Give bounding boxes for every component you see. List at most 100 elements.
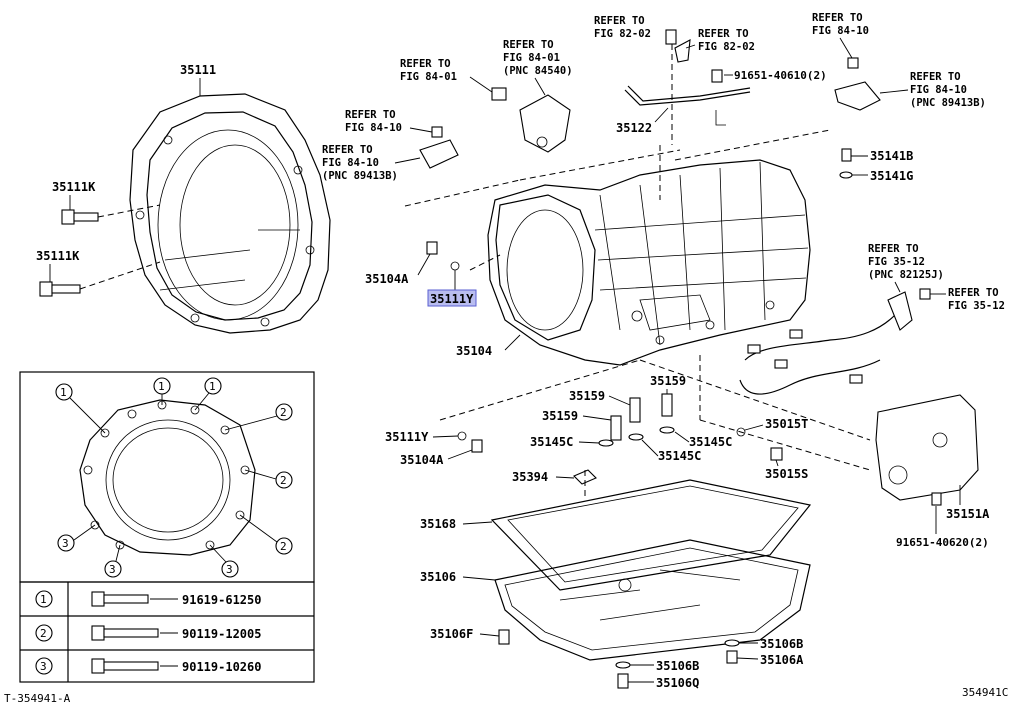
label-35106b-center[interactable]: 35106B <box>656 659 699 673</box>
inset-callout-3c: 3 <box>209 544 239 578</box>
ref-84-10-pnc-right-line3[interactable]: (PNC 89413B) <box>910 97 986 109</box>
bracket-35151a <box>875 394 979 506</box>
ref-82-02-a-line1[interactable]: REFER TO <box>594 15 645 27</box>
label-35104a-upper[interactable]: 35104A <box>365 272 409 286</box>
label-35104a-lower[interactable]: 35104A <box>400 453 444 467</box>
bell-housing-drawing <box>129 93 331 334</box>
ref-84-10-pnc-left-line2[interactable]: FIG 84-10 <box>322 157 379 169</box>
row-3-number: 3 <box>40 660 47 673</box>
label-35122[interactable]: 35122 <box>616 121 652 135</box>
label-35141g[interactable]: 35141G <box>870 169 913 183</box>
o-ring-35111y-upper <box>450 261 460 271</box>
label-35106f[interactable]: 35106F <box>430 627 473 641</box>
label-35015s[interactable]: 35015S <box>765 467 808 481</box>
bolt-35111k-lower <box>39 281 81 297</box>
row-1-number: 1 <box>40 593 47 606</box>
wire-harness <box>739 314 896 395</box>
label-35106q[interactable]: 35106Q <box>656 676 699 690</box>
label-35159-a[interactable]: 35159 <box>569 389 605 403</box>
label-35015t[interactable]: 35015T <box>765 417 808 431</box>
label-35111k-lower[interactable]: 35111K <box>36 249 80 263</box>
svg-text:2: 2 <box>280 540 287 553</box>
ref-35-12-line1[interactable]: REFER TO <box>948 287 999 299</box>
svg-text:1: 1 <box>60 386 67 399</box>
ref-84-10-right-line2[interactable]: FIG 84-10 <box>812 25 869 37</box>
label-35141b[interactable]: 35141B <box>870 149 913 163</box>
bolt-35111k-upper <box>61 209 99 225</box>
inset-callout-3b: 3 <box>104 544 122 578</box>
ref-84-10-left-line1[interactable]: REFER TO <box>345 109 396 121</box>
transmission-case-drawing <box>487 159 811 366</box>
footer-right-code: 354941C <box>962 686 1008 699</box>
bolt-table-row-1[interactable]: 1 91619-61250 <box>35 590 261 608</box>
ref-84-01-pnc-line3[interactable]: (PNC 84540) <box>503 65 573 77</box>
row-1-part-number: 91619-61250 <box>182 593 261 607</box>
plug-35141b <box>841 148 852 162</box>
ref-84-10-left-line2[interactable]: FIG 84-10 <box>345 122 402 134</box>
label-35111y-lower[interactable]: 35111Y <box>385 430 429 444</box>
inset-callout-2c: 2 <box>239 514 293 555</box>
label-35159-c[interactable]: 35159 <box>650 374 686 388</box>
inset-callout-1c: 1 <box>194 377 222 411</box>
bolt-table-row-3[interactable]: 3 90119-10260 <box>35 657 261 675</box>
label-35159-b[interactable]: 35159 <box>542 409 578 423</box>
sensor-fig-84-01 <box>491 87 571 153</box>
ref-84-01-pnc-line1[interactable]: REFER TO <box>503 39 554 51</box>
ref-82-02-b-line2[interactable]: FIG 82-02 <box>698 41 755 53</box>
inset-callout-3a: 3 <box>57 524 96 552</box>
plug-35015t <box>736 427 746 437</box>
label-35168[interactable]: 35168 <box>420 517 456 531</box>
label-35104[interactable]: 35104 <box>456 344 492 358</box>
row-2-part-number: 90119-12005 <box>182 627 261 641</box>
label-35106[interactable]: 35106 <box>420 570 456 584</box>
label-35145c-b[interactable]: 35145C <box>689 435 732 449</box>
plug-35015s <box>770 447 783 461</box>
label-35111k-upper[interactable]: 35111K <box>52 180 96 194</box>
o-ring-35111y-lower <box>457 431 467 441</box>
label-35394[interactable]: 35394 <box>512 470 548 484</box>
label-35111y-highlighted[interactable]: 35111Y <box>430 292 474 306</box>
label-35111[interactable]: 35111 <box>180 63 216 77</box>
ref-82-02-b-line1[interactable]: REFER TO <box>698 28 749 40</box>
washer-35106b-center <box>615 661 631 669</box>
ref-35-12-line2[interactable]: FIG 35-12 <box>948 300 1005 312</box>
bolt-table <box>19 581 315 683</box>
label-91651-40610[interactable]: 91651-40610(2) <box>734 69 827 82</box>
ref-35-12-pnc-line3[interactable]: (PNC 82125J) <box>868 269 944 281</box>
ref-84-10-pnc-right-line1[interactable]: REFER TO <box>910 71 961 83</box>
row-3-part-number: 90119-10260 <box>182 660 261 674</box>
ref-35-12-pnc-line2[interactable]: FIG 35-12 <box>868 256 925 268</box>
speed-sensor-fig-35-12 <box>887 288 931 331</box>
svg-text:1: 1 <box>158 380 165 393</box>
label-91651-40620[interactable]: 91651-40620(2) <box>896 536 989 549</box>
ref-82-02-a-line2[interactable]: FIG 82-02 <box>594 28 651 40</box>
inset-callout-3d: 3 <box>0 0 7 3</box>
ref-84-01-line2[interactable]: FIG 84-01 <box>400 71 457 83</box>
drain-bolt-35106f <box>498 629 510 645</box>
inset-callout-1b: 1 <box>153 377 171 405</box>
ref-84-10-pnc-left-line1[interactable]: REFER TO <box>322 144 373 156</box>
plug-35106a <box>726 650 738 664</box>
svg-text:3: 3 <box>109 563 116 576</box>
bolt-location-inset <box>19 371 315 583</box>
plug-35106q <box>617 673 629 689</box>
gasket-35141g <box>839 171 853 179</box>
ref-84-01-pnc-line2[interactable]: FIG 84-01 <box>503 52 560 64</box>
label-35106b-right[interactable]: 35106B <box>760 637 803 651</box>
label-35151a[interactable]: 35151A <box>946 507 990 521</box>
breather-tube-35122 <box>624 29 751 126</box>
plug-35104a-upper <box>426 241 438 255</box>
label-35145c-c[interactable]: 35145C <box>658 449 701 463</box>
label-35106a[interactable]: 35106A <box>760 653 804 667</box>
ref-84-10-right-line1[interactable]: REFER TO <box>812 12 863 24</box>
sensor-fig-84-10-left <box>419 126 459 169</box>
ref-84-01-line1[interactable]: REFER TO <box>400 58 451 70</box>
label-35145c-a[interactable]: 35145C <box>530 435 573 449</box>
svg-text:1: 1 <box>209 380 216 393</box>
ref-35-12-pnc-line1[interactable]: REFER TO <box>868 243 919 255</box>
ref-84-10-pnc-left-line3[interactable]: (PNC 89413B) <box>322 170 398 182</box>
ref-84-10-pnc-right-line2[interactable]: FIG 84-10 <box>910 84 967 96</box>
bolt-table-row-2[interactable]: 2 90119-12005 <box>35 624 261 642</box>
magnet-35394 <box>573 469 597 485</box>
